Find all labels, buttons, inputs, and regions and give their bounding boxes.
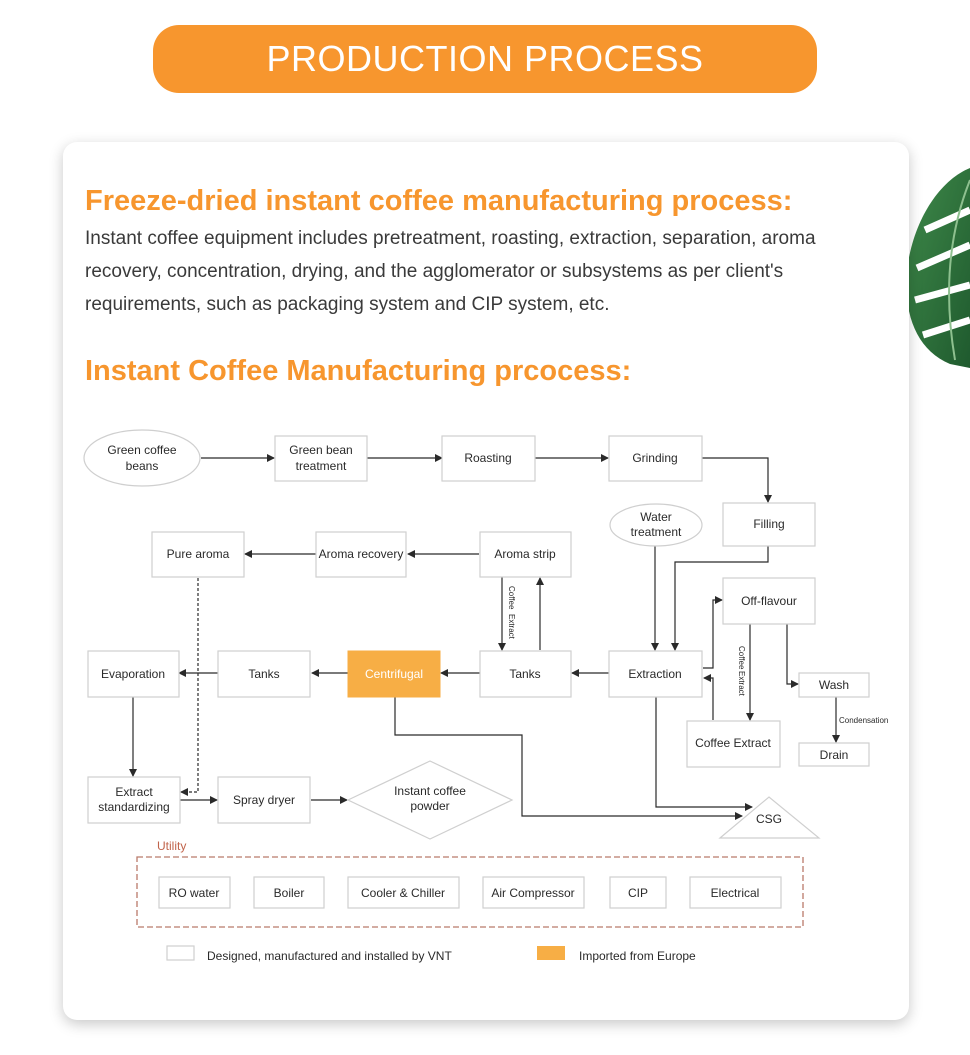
utility-label-air-compressor: Air Compressor [491,886,574,900]
label-grinding: Grinding [632,451,677,465]
label-filling: Filling [753,517,784,531]
utility-label-boiler: Boiler [274,886,305,900]
label-water-treatment-2: treatment [631,525,682,539]
label-wash: Wash [819,678,849,692]
node-off-flavour [722,577,816,625]
node-instant-coffee-powder [346,760,514,840]
node-green-bean-treatment [274,435,368,482]
label-off-flavour: Off-flavour [741,594,797,608]
node-aroma-strip [479,531,572,578]
label-aroma-recovery: Aroma recovery [319,547,404,561]
label-aroma-strip: Aroma strip [494,547,556,561]
node-csg [718,796,821,839]
connectors [129,454,840,820]
label-instant-coffee-powder-2: powder [410,799,449,813]
legend-swatch-europe [537,946,565,960]
edge-label-coffee-extract-2a: Coffee [737,646,746,670]
edge-label-coffee-extract-1a: Coffee [507,586,516,610]
node-drain [798,742,870,767]
node-evaporation [87,650,180,698]
label-water-treatment-1: Water [640,510,672,524]
utility-label: Utility [157,839,186,853]
node-tanks-mid [479,650,572,698]
utility-frame [136,856,804,928]
node-roasting [441,435,536,482]
label-tanks-left: Tanks [248,667,279,681]
label-evaporation: Evaporation [101,667,165,681]
label-green-coffee-beans-1: Green coffee [107,443,176,457]
label-green-bean-treatment-1: Green bean [289,443,352,457]
label-green-coffee-beans-2: beans [126,459,159,473]
label-coffee-extract: Coffee Extract [695,736,771,750]
utility-item-air-compressor [482,876,585,909]
node-filling [722,502,816,547]
utility-label-cooler-chiller: Cooler & Chiller [361,886,445,900]
label-drain: Drain [820,748,849,762]
utility-label-ro-water: RO water [169,886,220,900]
utility-item-electrical [689,876,782,909]
label-extract-standardizing-1: Extract [115,785,153,799]
legend-label-europe: Imported from Europe [579,949,696,963]
arrow-extraction-to-csg [655,697,753,811]
utility-item-ro-water [158,876,231,909]
arrow-centrifugal-to-csg [394,697,743,820]
utility-label-cip: CIP [628,886,648,900]
node-green-coffee-beans [83,429,201,487]
edge-label-condensation: Condensation [839,716,888,725]
node-grinding [608,435,703,482]
section1-heading: Freeze-dried instant coffee manufacturin… [85,185,793,217]
node-water-treatment [609,503,703,547]
node-coffee-extract [686,720,781,768]
label-extract-standardizing-2: standardizing [98,800,169,814]
utility-label-electrical: Electrical [711,886,760,900]
section2-heading: Instant Coffee Manufacturing prcocess: [85,355,632,387]
label-pure-aroma: Pure aroma [167,547,230,561]
node-wash [798,672,870,698]
production-process-banner: PRODUCTION PROCESS [153,25,817,93]
label-tanks-mid: Tanks [509,667,540,681]
node-extract-standardizing [87,776,181,824]
node-spray-dryer [217,776,311,824]
utility-item-cooler-chiller [347,876,460,909]
label-roasting: Roasting [464,451,511,465]
utility-item-cip [609,876,667,909]
section1-description: Instant coffee equipment includes pretre… [85,228,816,315]
node-aroma-recovery [315,531,407,578]
label-extraction: Extraction [628,667,681,681]
label-spray-dryer: Spray dryer [233,793,295,807]
utility-item-boiler [253,876,325,909]
edge-label-coffee-extract-2b: Extract [737,671,746,697]
node-centrifugal [347,650,441,698]
arrow-purearoma-to-standardizing [180,578,199,796]
label-csg: CSG [756,812,782,826]
legend-label-vnt: Designed, manufactured and installed by … [207,949,452,963]
legend-swatch-vnt [166,945,195,961]
edge-label-coffee-extract-1b: Extract [507,614,516,640]
arrow-grinding-to-filling [702,457,772,503]
label-instant-coffee-powder-1: Instant coffee [394,784,466,798]
monstera-leaf-decoration [906,168,970,368]
node-tanks-left [217,650,311,698]
arrow-filling-to-extraction [671,546,769,651]
arrow-extraction-to-offflavour [703,596,723,669]
arrow-coffeeextract-to-extraction [703,674,714,720]
node-extraction [608,650,703,698]
node-pure-aroma [151,531,245,578]
banner-title: PRODUCTION PROCESS [266,38,704,79]
label-green-bean-treatment-2: treatment [296,459,347,473]
label-centrifugal: Centrifugal [365,667,423,681]
arrow-offflavour-to-wash [786,624,799,688]
